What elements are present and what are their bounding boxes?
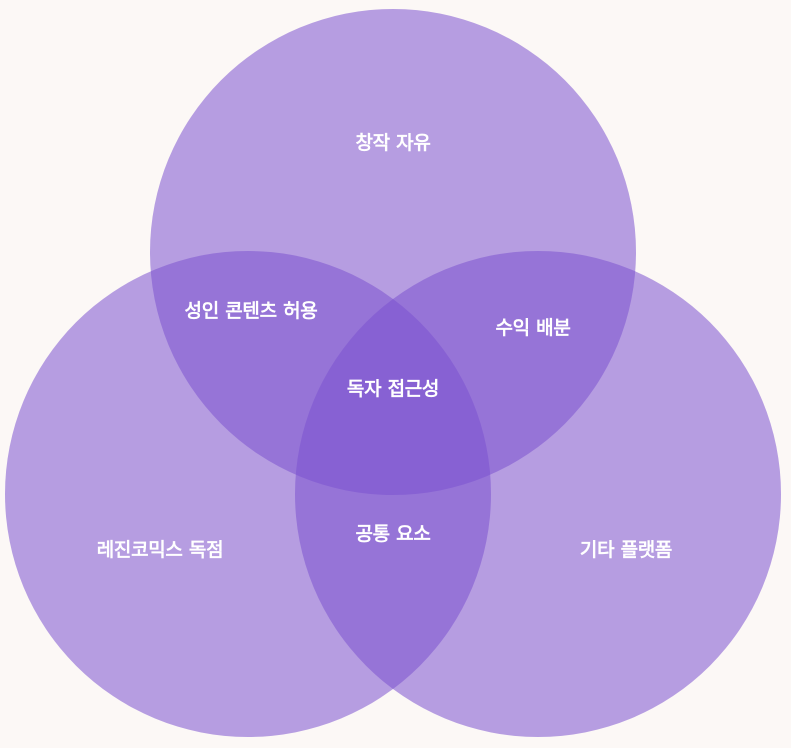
circle-right	[295, 251, 781, 737]
label-top-right-overlap: 수익 배분	[495, 317, 571, 339]
label-right-only: 기타 플랫폼	[579, 539, 673, 561]
label-left-right-overlap: 공통 요소	[355, 523, 431, 545]
label-top-left-overlap: 성인 콘텐츠 허용	[184, 300, 318, 322]
label-center: 독자 접근성	[346, 378, 440, 400]
label-left-only: 레진코믹스 독점	[96, 539, 224, 561]
label-top-only: 창작 자유	[355, 132, 431, 154]
